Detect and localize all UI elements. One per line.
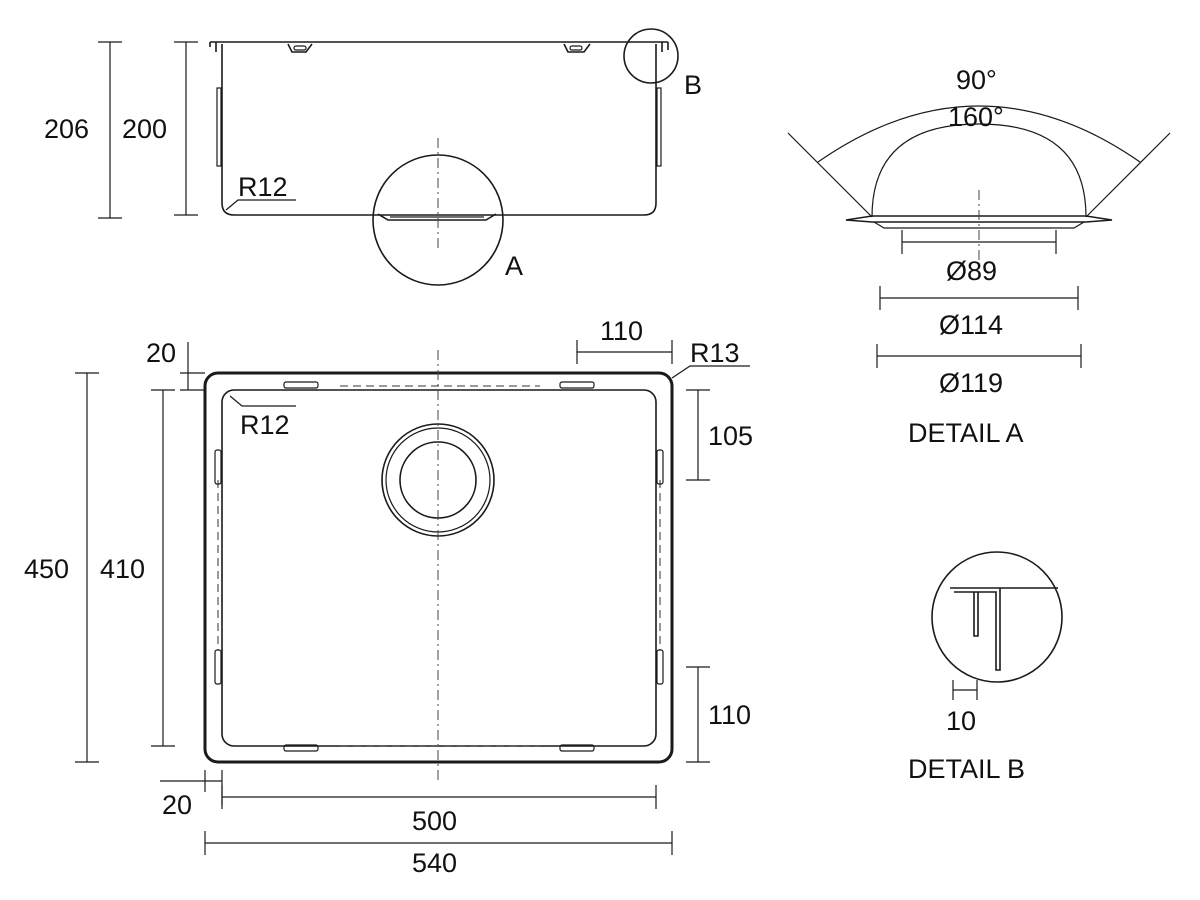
top-view-clip-bottom-right <box>559 744 595 752</box>
dim-right-110: 110 <box>686 666 751 763</box>
side-view-left-hook <box>209 42 217 52</box>
svg-text:20: 20 <box>162 790 192 820</box>
dim-bottom-flange-20: 20 <box>160 770 223 820</box>
svg-text:Ø114: Ø114 <box>939 310 1003 340</box>
svg-text:500: 500 <box>412 806 457 836</box>
side-view-drain <box>377 213 497 221</box>
dim-detail-a-114: Ø114 <box>879 286 1079 340</box>
svg-text:200: 200 <box>122 114 167 144</box>
top-view-clip-top-right <box>559 381 595 389</box>
detail-a-marker: A <box>505 251 523 281</box>
svg-text:110: 110 <box>708 700 751 730</box>
dim-detail-a-119: Ø119 <box>876 344 1082 398</box>
svg-text:Ø119: Ø119 <box>939 368 1003 398</box>
dim-right-105: 105 <box>686 389 753 481</box>
top-view-clip-left-top <box>214 449 222 485</box>
top-view-inner-basin <box>221 389 657 747</box>
side-view: A B R12 206 200 <box>44 28 702 286</box>
dim-side-206: 206 <box>44 41 122 219</box>
svg-text:206: 206 <box>44 114 89 144</box>
side-view-clip-right <box>563 43 591 53</box>
side-view-clip-left <box>287 43 313 53</box>
dim-bottom-540: 540 <box>204 831 673 878</box>
detail-a-angle-160-arc <box>871 123 1087 218</box>
side-view-right-hook <box>661 42 669 52</box>
detail-b: 10 DETAIL B <box>908 551 1063 784</box>
detail-a-title: DETAIL A <box>908 418 1024 448</box>
detail-a-angle-160-label: 160° <box>948 102 1004 132</box>
detail-b-hook-profile <box>954 588 1001 671</box>
dim-bottom-500: 500 <box>221 785 657 836</box>
top-view-inner-radius-label: R12 <box>240 410 290 440</box>
dim-top-410: 410 <box>100 389 175 747</box>
side-view-left-strip <box>216 87 222 167</box>
detail-b-circle <box>931 551 1063 683</box>
dim-side-200: 200 <box>122 41 198 216</box>
side-view-right-strip <box>656 87 662 167</box>
top-view-clip-bottom-left <box>283 744 319 752</box>
detail-a-flange-profile <box>845 215 1113 223</box>
dim-detail-a-89: Ø89 <box>901 230 1057 286</box>
svg-text:450: 450 <box>24 554 69 584</box>
top-view-clip-right-top <box>656 449 664 485</box>
detail-a-callout-circle <box>372 154 504 286</box>
top-view-outer-radius-leader <box>671 365 750 379</box>
top-view-inner-radius-leader <box>229 395 296 407</box>
svg-text:10: 10 <box>946 706 976 736</box>
dim-top-clip-110: 110 <box>576 316 673 364</box>
svg-text:20: 20 <box>146 338 176 368</box>
top-view-outer-radius-label: R13 <box>690 338 740 368</box>
detail-b-title: DETAIL B <box>908 754 1025 784</box>
top-view-clip-left-bottom <box>214 649 222 685</box>
svg-text:410: 410 <box>100 554 145 584</box>
side-view-radius-label: R12 <box>238 172 288 202</box>
detail-b-callout-circle <box>623 28 679 84</box>
side-view-outline <box>221 44 657 216</box>
top-view-clip-right-bottom <box>656 649 664 685</box>
dim-top-450: 450 <box>24 372 99 763</box>
side-view-radius-leader <box>225 199 296 211</box>
detail-a: 90° 160° Ø89 Ø114 Ø119 DETAIL A <box>787 65 1171 448</box>
dim-top-flange-20: 20 <box>146 338 205 391</box>
svg-text:110: 110 <box>600 316 643 346</box>
svg-text:105: 105 <box>708 421 753 451</box>
detail-a-angle-90-label: 90° <box>956 65 997 95</box>
top-view: R13 R12 20 450 410 110 <box>24 316 753 878</box>
detail-b-marker: B <box>684 70 702 100</box>
svg-text:Ø89: Ø89 <box>946 256 997 286</box>
top-view-clip-top-left <box>283 381 319 389</box>
dim-detail-b-10: 10 <box>946 680 978 736</box>
svg-text:540: 540 <box>412 848 457 878</box>
detail-a-angle-90-arc <box>817 105 1141 163</box>
